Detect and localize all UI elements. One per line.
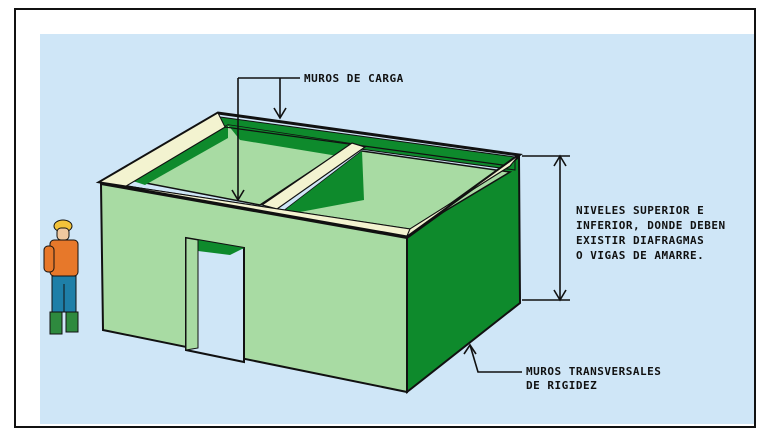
- left-room-backwall: [228, 125, 352, 158]
- right-room-shadow: [285, 151, 364, 212]
- front-wall: [99, 182, 408, 394]
- transversales-leader: [469, 344, 522, 373]
- label-transversales-line-1: MUROS TRANSVERSALES: [526, 365, 661, 378]
- label-niveles-line-2: INFERIOR, DONDE DEBEN: [576, 219, 726, 232]
- label-muros-de-carga: MUROS DE CARGA: [304, 72, 404, 85]
- worker-figure: [43, 219, 79, 335]
- door-inner-wall: [186, 238, 244, 255]
- door-side: [185, 237, 199, 351]
- niveles-arrowhead-top: [553, 154, 567, 167]
- transversales-arrowhead: [463, 343, 477, 355]
- label-niveles-line-3: EXISTIR DIAFRAGMAS: [576, 234, 704, 247]
- beam-left: [98, 112, 226, 187]
- label-niveles-line-4: O VIGAS DE AMARRE.: [576, 249, 704, 262]
- worker-head: [56, 227, 70, 241]
- worker-boot-right: [65, 311, 79, 333]
- niveles-arrowhead-bot: [553, 289, 567, 302]
- label-transversales-line-2: DE RIGIDEZ: [526, 379, 597, 392]
- carga-arrowhead-2: [273, 107, 287, 120]
- beam-right: [405, 154, 520, 238]
- building: [95, 111, 523, 395]
- worker-arm: [43, 245, 55, 273]
- label-niveles-line-1: NIVELES SUPERIOR E: [576, 204, 704, 217]
- carga-arrowhead-1: [231, 189, 245, 202]
- annotation-lines: [231, 77, 570, 373]
- worker-boot-left: [49, 311, 63, 335]
